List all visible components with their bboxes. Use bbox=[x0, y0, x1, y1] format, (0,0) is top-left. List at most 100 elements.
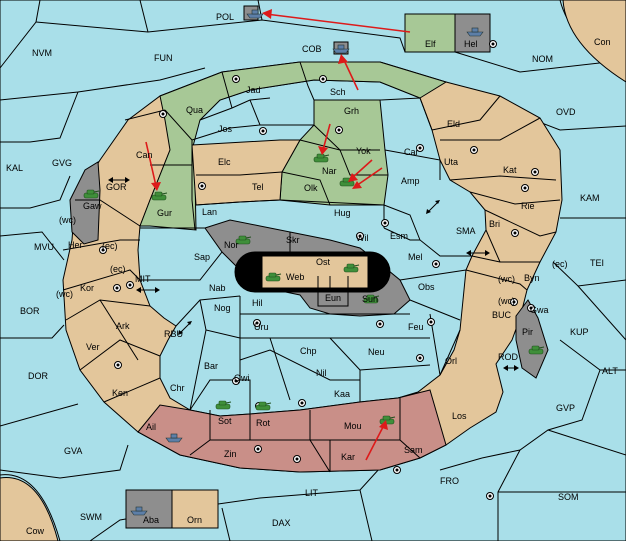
label-amp: Amp bbox=[401, 176, 420, 186]
supply-center-dot bbox=[378, 322, 382, 326]
fleet-icon[interactable] bbox=[130, 506, 148, 516]
label-rie: Rie bbox=[521, 201, 535, 211]
label-pir: Pir bbox=[522, 327, 533, 337]
supply-center-dot bbox=[383, 221, 387, 225]
label-dor: DOR bbox=[28, 371, 49, 381]
land-pir[interactable] bbox=[515, 299, 549, 379]
army-icon[interactable] bbox=[265, 272, 282, 282]
label-car: Car bbox=[404, 147, 419, 157]
label-kat: Kat bbox=[503, 165, 517, 175]
army-icon[interactable] bbox=[151, 191, 168, 201]
label-gaw: Gaw bbox=[83, 201, 102, 211]
army-icon[interactable] bbox=[235, 235, 252, 245]
label-som: SOM bbox=[558, 492, 579, 502]
order-arrowhead-sch-cob bbox=[338, 54, 348, 64]
army-icon[interactable] bbox=[255, 401, 272, 411]
land-cow[interactable] bbox=[0, 477, 59, 541]
label-aba: Aba bbox=[143, 515, 159, 525]
label-bor: BOR bbox=[20, 306, 40, 316]
label-uta: Uta bbox=[444, 157, 458, 167]
supply-center-dot bbox=[115, 286, 119, 290]
label-tel: Tel bbox=[252, 182, 264, 192]
connection-arrows bbox=[108, 177, 519, 371]
land-hel[interactable] bbox=[454, 13, 491, 53]
label-tei: TEI bbox=[590, 258, 604, 268]
label-yok: Yok bbox=[356, 146, 371, 156]
supply-center-dot bbox=[261, 129, 265, 133]
label-olk: Olk bbox=[304, 183, 318, 193]
label-kal: KAL bbox=[6, 163, 23, 173]
label-elc: Elc bbox=[218, 157, 231, 167]
fleet-icon[interactable] bbox=[246, 9, 264, 19]
label-web: Web bbox=[286, 272, 304, 282]
label-hel: Hel bbox=[464, 39, 478, 49]
label-gur: Gur bbox=[157, 208, 172, 218]
fleet-icon[interactable] bbox=[466, 27, 484, 37]
army-icon[interactable] bbox=[313, 153, 330, 163]
label-rod: ROD bbox=[498, 352, 519, 362]
supply-center-dot bbox=[434, 262, 438, 266]
label-wil: Wil bbox=[356, 233, 369, 243]
army-icon[interactable] bbox=[215, 400, 232, 410]
supply-center-dot bbox=[161, 112, 165, 116]
land-gaw[interactable] bbox=[69, 161, 101, 245]
order-arrowhead-grh-nar bbox=[318, 146, 328, 155]
label-kup: KUP bbox=[570, 327, 589, 337]
supply-center-dot bbox=[429, 320, 433, 324]
label-chp: Chp bbox=[300, 346, 317, 356]
province-borders bbox=[62, 61, 561, 473]
label-obs: Obs bbox=[418, 282, 435, 292]
supply-center-dot bbox=[128, 283, 132, 287]
label-her: Her bbox=[68, 240, 83, 250]
supply-center-dot bbox=[395, 468, 399, 472]
supply-center-dot bbox=[488, 494, 492, 498]
label-byn: Byn bbox=[524, 273, 540, 283]
army-icon[interactable] bbox=[83, 189, 100, 199]
supply-center-dot bbox=[255, 321, 259, 325]
label-rbu: RBU bbox=[164, 329, 183, 339]
supply-center-dot bbox=[472, 148, 476, 152]
fleet-icon[interactable] bbox=[332, 44, 350, 54]
label-wc1: (wc) bbox=[59, 215, 76, 225]
label-eun: Eun bbox=[325, 293, 341, 303]
supply-center-dot bbox=[533, 170, 537, 174]
label-jos: Jos bbox=[218, 124, 233, 134]
sea-labels: POL COB NVM FUN NOM Con OVD KAL GVG GOR … bbox=[6, 12, 618, 536]
label-feu: Feu bbox=[408, 322, 424, 332]
label-kam: KAM bbox=[580, 193, 600, 203]
label-swm: SWM bbox=[80, 512, 102, 522]
supply-center-dot bbox=[234, 379, 238, 383]
label-dax: DAX bbox=[272, 518, 291, 528]
label-nom: NOM bbox=[532, 54, 553, 64]
label-can: Can bbox=[136, 150, 153, 160]
fleet-icon[interactable] bbox=[165, 433, 183, 443]
supply-center-dot bbox=[200, 184, 204, 188]
supply-center-dot bbox=[523, 186, 527, 190]
land-orn[interactable] bbox=[171, 489, 219, 529]
label-buc: BUC bbox=[492, 310, 512, 320]
label-bar: Bar bbox=[204, 361, 218, 371]
army-icon[interactable] bbox=[363, 294, 380, 304]
label-qua: Qua bbox=[186, 105, 203, 115]
label-uru: Uru bbox=[254, 322, 269, 332]
order-arrowhead-yok-olk bbox=[348, 173, 358, 182]
label-zin: Zin bbox=[224, 449, 237, 459]
army-icon[interactable] bbox=[528, 345, 545, 355]
order-arrowhead-elf-pol bbox=[262, 9, 272, 19]
land-elf[interactable] bbox=[404, 13, 456, 53]
label-ail: Ail bbox=[146, 422, 156, 432]
label-mit: MIT bbox=[135, 274, 151, 284]
order-arrowhead-can-gur bbox=[151, 182, 161, 191]
label-elf: Elf bbox=[425, 39, 436, 49]
label-gor: GOR bbox=[106, 182, 127, 192]
label-lit: LIT bbox=[305, 488, 319, 498]
label-lan: Lan bbox=[202, 207, 217, 217]
label-hug: Hug bbox=[334, 208, 351, 218]
label-mvu: MVU bbox=[34, 242, 54, 252]
land-aba[interactable] bbox=[125, 489, 173, 529]
order-arrow-sch-cob bbox=[342, 57, 359, 91]
army-icon[interactable] bbox=[343, 263, 360, 273]
supply-center-dot bbox=[321, 77, 325, 81]
